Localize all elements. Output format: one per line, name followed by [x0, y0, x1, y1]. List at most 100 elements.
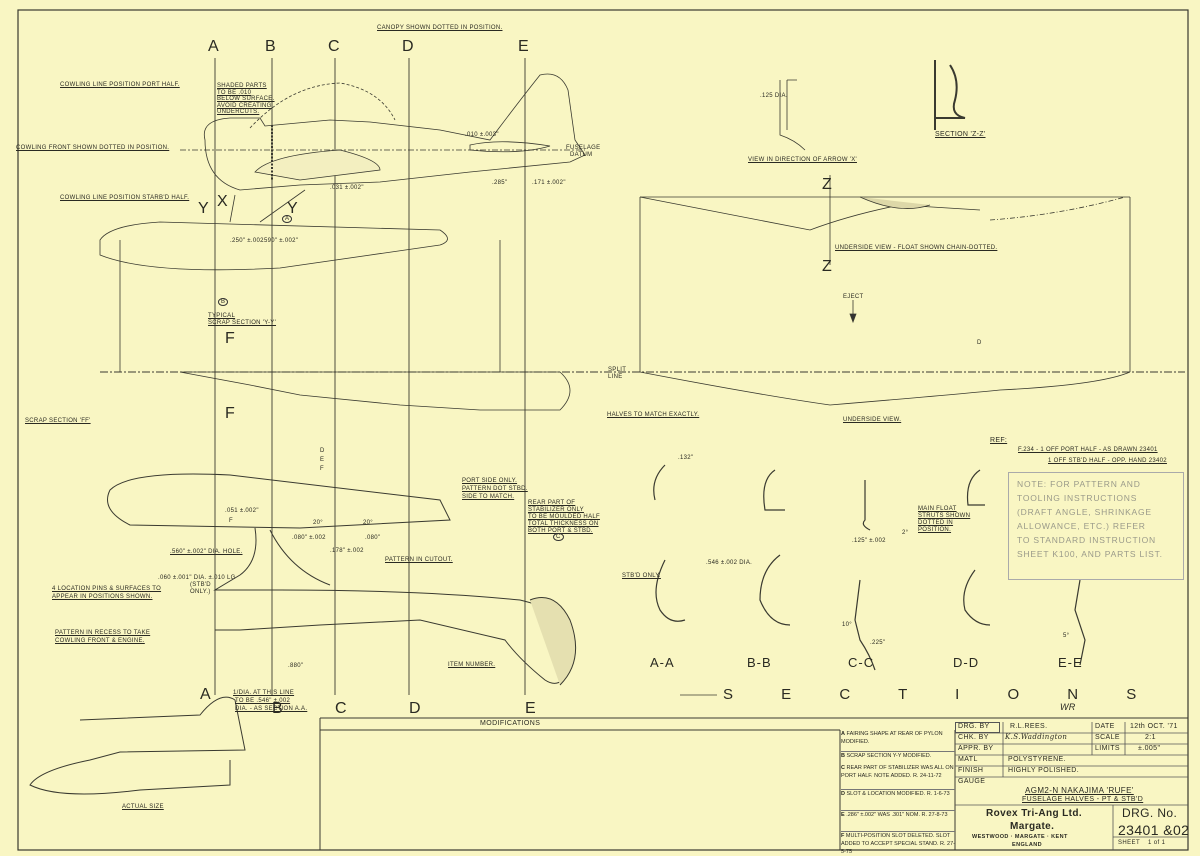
section-zz-detail	[934, 60, 966, 130]
dim-051: .051 ±.002"	[225, 508, 259, 514]
arrow-x-label: X	[217, 193, 228, 210]
pattern-recess-2: COWLING FRONT & ENGINE.	[55, 638, 145, 644]
note-line: SHADED PARTS	[217, 83, 267, 89]
modifications-header: MODIFICATIONS	[480, 720, 541, 727]
note-line: TOOLING INSTRUCTIONS	[1017, 493, 1138, 503]
mod-signature: R. 24-11-72	[912, 773, 942, 779]
mod-item: B SCRAP SECTION Y-Y MODIFIED.	[841, 752, 955, 764]
gauge-label: GAUGE	[958, 778, 986, 785]
cowling-port-note: COWLING LINE POSITION PORT HALF.	[60, 82, 180, 88]
mod-marker-c: C	[553, 533, 564, 541]
cowling-stbd-note: COWLING LINE POSITION STARB'D HALF.	[60, 195, 190, 201]
mod-item: A FAIRING SHAPE AT REAR OF PYLON MODIFIE…	[841, 730, 955, 752]
main-float-2: STRUTS SHOWN	[918, 513, 971, 519]
dim-178: .178" ±.002	[330, 548, 364, 554]
section-ee-label: E-E	[1058, 655, 1083, 670]
dim-125b: .125" ±.002	[852, 538, 886, 544]
dim-010: .010 ±.003"	[465, 132, 499, 138]
side-view-fuselage	[180, 73, 586, 191]
sheet-value: 1 of 1	[1148, 840, 1166, 846]
note-line: SHEET K100, AND PARTS LIST.	[1017, 549, 1163, 559]
rear-stab-1: REAR PART OF	[528, 500, 576, 506]
fuselage-datum-1: FUSELAGE	[566, 145, 601, 151]
scrap-yy-1: TYPICAL	[208, 313, 236, 319]
rear-stab-3: TO BE MOULDED HALF	[528, 514, 600, 520]
section-f-bottom: F	[225, 405, 236, 422]
dim-546: .546 ±.002 DIA.	[706, 560, 753, 566]
underside-view-label: UNDERSIDE VIEW.	[843, 417, 902, 423]
pattern-recess-1: PATTERN IN RECESS TO TAKE	[55, 630, 151, 636]
section-aa-label: A-A	[650, 655, 675, 670]
mod-item: C REAR PART OF STABILIZER WAS ALL ON POR…	[841, 764, 955, 790]
mod-item: E .286" ±.002" WAS .301" NOM. R. 27-8-73	[841, 811, 955, 832]
section-y-right: Y	[287, 200, 298, 217]
circle-e-small: E	[320, 457, 325, 463]
mod-text: REAR PART OF STABILIZER WAS ALL ON PORT …	[841, 765, 954, 779]
rear-stab-5: BOTH PORT & STBD.	[528, 528, 593, 534]
mod-item: F MULTI-POSITION SLOT DELETED. SLOT ADDE…	[841, 832, 955, 855]
canopy-note: CANOPY SHOWN DOTTED IN POSITION.	[377, 25, 503, 31]
eject-arrow-icon	[849, 300, 857, 324]
section-dd-label: D-D	[953, 655, 980, 670]
dim-2deg: 2°	[902, 530, 909, 536]
chk-by-label: CHK. BY	[958, 734, 989, 741]
actual-size-silhouette	[29, 696, 246, 795]
section-letter-b-bottom: B	[272, 700, 283, 717]
note-line: BELOW SURFACE.	[217, 96, 275, 102]
section-letter-e-bottom: E	[525, 700, 536, 717]
drawing-title-1: AGM2-N NAKAJIMA 'RUFE'	[1025, 786, 1134, 795]
main-float-4: POSITION.	[918, 527, 952, 533]
drg-no-label: DRG. No.	[1122, 806, 1178, 820]
mod-text: .286" ±.002" WAS .301" NOM.	[846, 812, 920, 818]
circle-d-small: D	[320, 448, 325, 454]
item-number-note: ITEM NUMBER.	[448, 662, 496, 668]
sheet-label: SHEET	[1118, 840, 1141, 846]
view-x-detail	[779, 79, 806, 151]
section-letter-e-top: E	[518, 38, 529, 55]
drg-by-label: DRG. BY	[958, 723, 990, 730]
dim-031: .031 ±.002"	[330, 185, 364, 191]
rear-stab-2: STABILIZER ONLY	[528, 507, 584, 513]
section-z-top: Z	[822, 176, 833, 193]
appr-by-label: APPR. BY	[958, 745, 994, 752]
note-line: AVOID CREATING	[217, 102, 272, 109]
circle-f-small: F	[320, 466, 324, 472]
float-side-view	[99, 189, 501, 372]
section-letter-d-top: D	[402, 38, 414, 55]
note-line: NOTE: FOR PATTERN AND	[1017, 479, 1141, 489]
dia-line-3: DIA. - AS SECTION A.A.	[235, 706, 308, 712]
pattern-cutout-note: PATTERN IN CUTOUT.	[385, 557, 453, 563]
fuselage-datum-2: DATUM	[570, 152, 593, 158]
dim-132: .132"	[678, 455, 694, 461]
port-side-1: PORT SIDE ONLY.	[462, 478, 518, 484]
section-letter-c-top: C	[328, 38, 340, 55]
section-letter-a-bottom: A	[200, 686, 211, 703]
dim-171: .171 ±.002"	[532, 180, 566, 186]
title-block-frame	[319, 717, 1188, 850]
scale-value: 2:1	[1145, 734, 1156, 741]
company-address-1: WESTWOOD · MARGATE · KENT	[972, 834, 1068, 840]
note-line: TO BE .010	[217, 89, 252, 96]
finish-value: HIGHLY POLISHED.	[1008, 767, 1080, 774]
section-bb-label: B-B	[747, 655, 772, 670]
mod-item: D SLOT & LOCATION MODIFIED. R. 1-6-73	[841, 790, 955, 811]
dia-line-1: 1/DIA. AT THIS LINE	[233, 690, 295, 696]
company-town: Margate.	[1010, 821, 1055, 832]
drawing-border	[17, 9, 1189, 851]
dim-20b: 20°	[363, 520, 373, 526]
matl-label: MATL	[958, 756, 978, 763]
section-f-top: F	[225, 330, 236, 347]
pin-dim-2: (STB'D	[190, 582, 211, 588]
ref-line-2: 1 OFF STB'D HALF - OPP. HAND 23402	[1048, 458, 1167, 464]
view-x-label: VIEW IN DIRECTION OF ARROW 'X'	[748, 157, 857, 163]
dim-10deg: 10°	[842, 622, 852, 628]
mod-text: MULTI-POSITION SLOT DELETED. SLOT ADDED …	[841, 833, 951, 847]
mod-text: FAIRING SHAPE AT REAR OF PYLON MODIFIED.	[841, 731, 943, 745]
note-line: TO STANDARD INSTRUCTION	[1017, 535, 1156, 545]
drg-by-value: R.L.REES.	[1010, 723, 1048, 730]
initials: WR	[1060, 702, 1076, 712]
mod-letter: F	[841, 833, 845, 839]
mod-signature: R. 1-6-73	[926, 791, 950, 797]
scrap-section-ff: SCRAP SECTION 'FF'	[25, 418, 91, 424]
fuselage-half-moulding	[107, 473, 577, 686]
